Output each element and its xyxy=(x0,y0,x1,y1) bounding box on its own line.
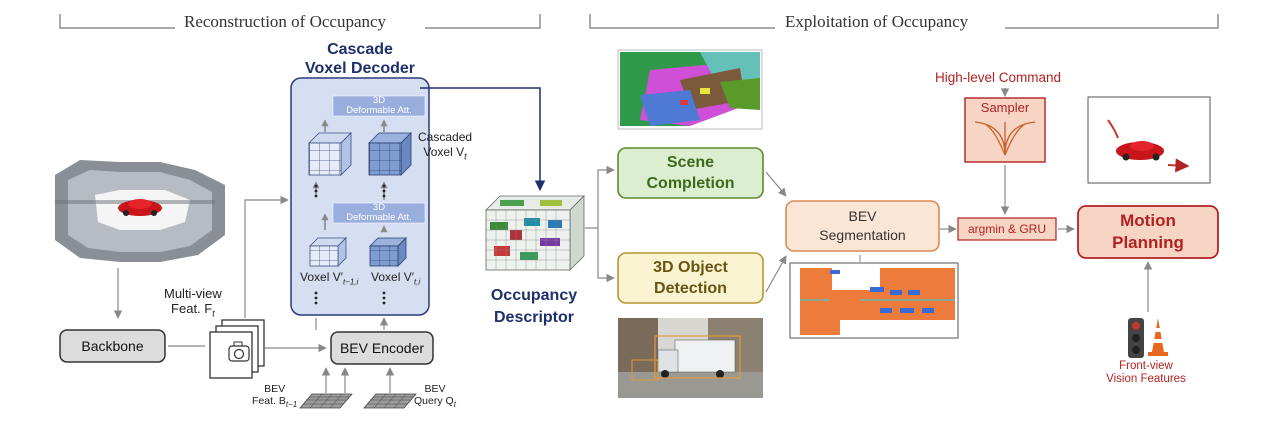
voxel-prev-label: Voxel V′t−1,i xyxy=(300,270,358,286)
voxel-prev-text: Voxel V′ xyxy=(300,270,343,284)
argmin-gru-label: argmin & GRU xyxy=(967,222,1047,236)
voxel-cur-sub: t,i xyxy=(413,277,421,287)
bev-query-label: BEV Query Qt xyxy=(414,383,456,411)
bev-encoder-box xyxy=(330,331,434,365)
trajectory-image xyxy=(1087,96,1211,184)
panorama-image xyxy=(55,160,225,262)
scene-completion-image xyxy=(617,49,763,130)
scene-line1: Scene xyxy=(666,154,715,171)
voxel-cur-text: Voxel V′ xyxy=(371,270,414,284)
det-line1: 3D Object xyxy=(653,259,728,276)
traffic-light-icon xyxy=(1128,318,1144,358)
bev-query-tile xyxy=(363,393,417,409)
vertical-ellipsis xyxy=(314,184,386,305)
voxel-prev-sub: t−1,i xyxy=(342,277,359,287)
cascaded-line1: Cascaded xyxy=(418,130,473,144)
bevseg-line2: Segmentation xyxy=(819,227,906,243)
backbone-box xyxy=(59,329,166,363)
cascaded-line2: Voxel V xyxy=(423,145,465,159)
traffic-cone-icon xyxy=(1148,318,1168,356)
arrow-feat-decoder xyxy=(244,195,289,318)
arrow-scene-bevseg xyxy=(765,171,787,197)
scene-completion-box xyxy=(617,147,764,199)
decoder-title: Cascade Voxel Decoder xyxy=(291,40,429,78)
sampler-label: Sampler xyxy=(980,100,1030,115)
bev-query-line2: Query Q xyxy=(414,395,454,407)
argmin-gru-box xyxy=(957,217,1057,241)
deformable-att-mid-label: 3D Deformable Att. xyxy=(333,203,425,223)
section-bracket-left xyxy=(59,14,541,29)
bev-feat-label: BEV Feat. Bt−1 xyxy=(252,383,297,411)
occupancy-line2: Descriptor xyxy=(493,309,575,326)
voxel-cube-bottom-left xyxy=(309,237,347,267)
voxel-cube-top-right xyxy=(368,132,412,176)
bev-segmentation-box xyxy=(785,200,940,252)
arrow-occ-scene xyxy=(585,165,615,229)
bev-segmentation-label: BEV Segmentation xyxy=(786,201,939,251)
arrow-det-bevseg xyxy=(765,255,787,293)
multiview-feature-stack xyxy=(209,319,265,379)
arrow-decoder-occupancy xyxy=(420,87,546,192)
decoder-title-line2: Voxel Decoder xyxy=(305,60,415,77)
bev-feat-line2: Feat. B xyxy=(252,395,286,407)
high-level-command-label: High-level Command xyxy=(935,70,1062,85)
bev-query-sub: t xyxy=(453,400,456,410)
motion-line1: Motion xyxy=(1120,211,1176,230)
occupancy-descriptor-label: Occupancy Descriptor xyxy=(478,285,590,329)
front-line1: Front-view xyxy=(1119,360,1173,372)
scene-completion-label: Scene Completion xyxy=(618,148,763,198)
deform-top-line2: Deformable Att. xyxy=(346,105,412,116)
backbone-label: Backbone xyxy=(81,338,144,354)
bev-query-line1: BEV xyxy=(424,383,446,395)
bev-feature-tile xyxy=(299,393,353,409)
voxel-cube-bottom-right xyxy=(369,237,407,267)
deformable-att-top xyxy=(332,95,426,117)
bev-segmentation-image xyxy=(789,262,959,339)
section-title-reconstruction: Reconstruction of Occupancy xyxy=(176,12,395,32)
arrow-occ-det xyxy=(597,228,615,283)
object-detection-label: 3D Object Detection xyxy=(618,253,763,303)
voxel-cur-label: Voxel V′t,i xyxy=(371,270,420,286)
cascaded-voxel-label: Cascaded Voxel Vt xyxy=(418,130,472,164)
multiview-label: Multi-view Feat. Ft xyxy=(164,286,222,322)
section-title-exploitation: Exploitation of Occupancy xyxy=(777,12,977,32)
bev-feat-line1: BEV xyxy=(264,383,286,395)
deform-mid-line2: Deformable Att. xyxy=(346,212,412,223)
motion-line2: Planning xyxy=(1112,233,1184,252)
bev-feat-sub: t−1 xyxy=(285,400,298,410)
motion-planning-label: Motion Planning xyxy=(1078,206,1218,258)
section-bracket-right xyxy=(589,14,1219,29)
multiview-line1: Multi-view xyxy=(164,286,222,301)
deformable-att-mid xyxy=(332,202,426,224)
front-line2: Vision Features xyxy=(1106,373,1186,385)
deform-top-line1: 3D xyxy=(372,95,386,106)
bev-encoder-label: BEV Encoder xyxy=(339,340,425,356)
voxel-cube-top-left xyxy=(308,132,352,176)
multiview-line2: Feat. F xyxy=(171,301,213,316)
deform-mid-line1: 3D xyxy=(372,202,386,213)
deformable-att-top-label: 3D Deformable Att. xyxy=(333,96,425,116)
cascaded-sub: t xyxy=(464,151,467,162)
object-detection-box xyxy=(617,252,764,304)
det-line2: Detection xyxy=(654,280,727,297)
decoder-title-line1: Cascade xyxy=(327,41,393,58)
front-view-label: Front-view Vision Features xyxy=(1090,360,1202,386)
detection-image xyxy=(618,318,763,398)
occupancy-voxel-grid xyxy=(485,195,585,271)
occupancy-line1: Occupancy xyxy=(490,287,578,304)
scene-line2: Completion xyxy=(646,175,735,192)
multiview-sub: t xyxy=(212,308,215,319)
sampler-box xyxy=(964,97,1046,163)
bevseg-line1: BEV xyxy=(848,208,877,224)
motion-planning-box xyxy=(1077,205,1219,259)
